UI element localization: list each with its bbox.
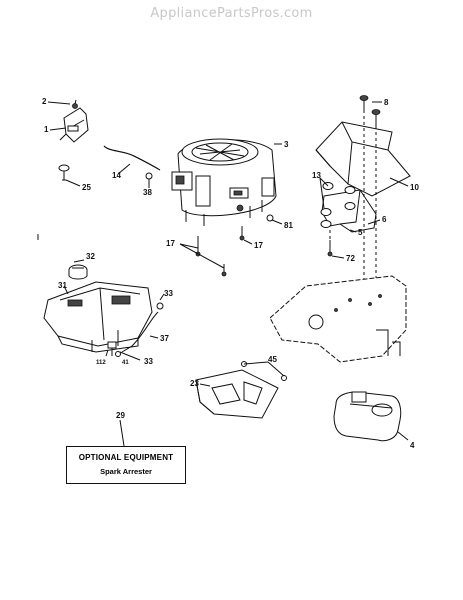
optional-equipment-title: OPTIONAL EQUIPMENT [78, 453, 174, 462]
chassis-plate-part [269, 275, 407, 363]
callout-31: 31 [58, 281, 67, 290]
fuel-hose-part[interactable] [115, 302, 164, 357]
callout-112: 112 [96, 360, 106, 366]
callout-17-right: 17 [254, 241, 263, 250]
callout-1: 1 [44, 125, 49, 134]
muffler-part[interactable] [333, 391, 402, 442]
callout-14: 14 [112, 171, 121, 180]
callout-13: 13 [312, 171, 321, 180]
leader-lines [47, 101, 409, 447]
site-watermark: AppliancePartsPros.com [150, 6, 313, 21]
callout-8: 8 [384, 98, 389, 107]
fitting-part[interactable] [107, 341, 117, 356]
callout-45: 45 [268, 355, 277, 364]
callout-5: 5 [358, 228, 363, 237]
bracket-part[interactable] [321, 189, 377, 233]
fuel-tank-part[interactable] [43, 281, 153, 353]
callout-6: 6 [382, 215, 387, 224]
callout-41: 41 [122, 360, 129, 366]
callout-3: 3 [284, 140, 289, 149]
callout-33-bottom: 33 [144, 357, 153, 366]
fuel-cap-part[interactable] [68, 264, 88, 280]
callout-10: 10 [410, 183, 419, 192]
callout-38: 38 [143, 188, 152, 197]
engine-part[interactable] [171, 138, 277, 226]
clamp-part[interactable] [145, 172, 153, 186]
spark-arrester-label: Spark Arrester [100, 467, 152, 476]
choke-knob-part[interactable] [58, 164, 70, 181]
callout-32: 32 [86, 252, 95, 261]
nut-part[interactable] [327, 240, 333, 257]
callout-17-left: 17 [166, 239, 175, 248]
guard-part[interactable] [195, 369, 279, 419]
throttle-control-part[interactable] [59, 99, 89, 143]
callout-81: 81 [284, 221, 293, 230]
heat-shield-part[interactable] [315, 121, 411, 197]
mounting-bolts-part[interactable] [195, 226, 245, 277]
callout-4: 4 [410, 441, 415, 450]
callout-2: 2 [42, 97, 47, 106]
callout-29: 29 [116, 411, 125, 420]
callout-23: 23 [190, 379, 199, 388]
fuel-line-part[interactable] [103, 145, 161, 171]
alignment-lines [329, 104, 377, 320]
callout-72: 72 [346, 254, 355, 263]
optional-equipment-box: OPTIONAL EQUIPMENT Spark Arrester [66, 446, 186, 484]
callout-25: 25 [82, 183, 91, 192]
callout-labels: 2 1 25 14 38 3 81 17 17 32 31 33 37 33 1… [42, 97, 419, 450]
callout-37: 37 [160, 334, 169, 343]
callout-33-top: 33 [164, 289, 173, 298]
screw-part[interactable] [266, 214, 274, 222]
bolts-top-part[interactable] [359, 95, 381, 127]
